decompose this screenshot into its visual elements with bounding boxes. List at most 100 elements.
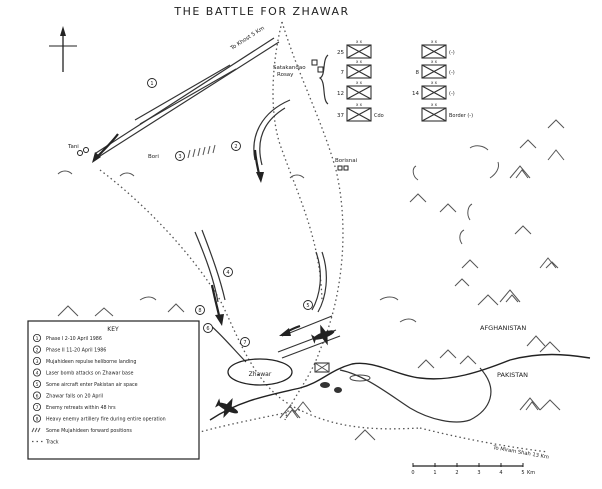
svg-text:x x: x x bbox=[431, 80, 438, 85]
road-khost-label: To Khost 5 Km bbox=[229, 25, 266, 52]
svg-text:4: 4 bbox=[36, 371, 39, 377]
unit-number: 37 bbox=[337, 113, 344, 119]
road-to-miram-shah bbox=[419, 427, 549, 453]
svg-text:x x: x x bbox=[431, 59, 438, 64]
afghanistan-label: AFGHANISTAN bbox=[480, 324, 526, 332]
key-item-label: Track bbox=[45, 440, 59, 446]
zhawar-base bbox=[227, 358, 293, 386]
place-marker-icon bbox=[77, 147, 89, 156]
mujahideen-forward-positions bbox=[187, 144, 216, 159]
unit-number: 14 bbox=[412, 91, 419, 97]
road-to-khost bbox=[95, 37, 280, 157]
unit-number: 25 bbox=[337, 50, 344, 56]
unit-suffix: (-) bbox=[449, 50, 455, 56]
route-marker: 2 bbox=[231, 141, 241, 151]
unit-symbol: x x 7 bbox=[341, 59, 372, 79]
unit-symbol: x x12 bbox=[337, 80, 372, 100]
unit-number: 8 bbox=[416, 70, 420, 76]
road-miram-shah-label: To Miram Shah 13 Km bbox=[492, 445, 550, 461]
unit-symbol: x x Border (-) bbox=[421, 102, 473, 122]
svg-text:8: 8 bbox=[36, 417, 39, 423]
scale-tick-label: 4 bbox=[499, 470, 502, 476]
pakistan-label: PAKISTAN bbox=[497, 371, 528, 379]
route-marker: 6 bbox=[203, 323, 213, 333]
zhawar-label: Zhawar bbox=[249, 371, 272, 378]
svg-text:4: 4 bbox=[226, 270, 229, 276]
north-arrow-icon bbox=[49, 26, 77, 72]
scale-tick-label: 1 bbox=[433, 470, 436, 476]
key-item-label: Zhawar falls on 20 April bbox=[46, 394, 103, 400]
map-title: THE BATTLE FOR ZHAWAR bbox=[173, 5, 349, 18]
mountain-symbols bbox=[57, 119, 565, 441]
route-marker: 5 bbox=[303, 300, 313, 310]
key-title: KEY bbox=[107, 326, 119, 333]
tani-label: Tani bbox=[67, 144, 79, 150]
svg-text:1: 1 bbox=[150, 81, 153, 87]
scale-unit-label: Km bbox=[527, 470, 535, 476]
unit-number: 7 bbox=[341, 70, 345, 76]
svg-text:6: 6 bbox=[206, 326, 209, 332]
svg-text:7: 7 bbox=[36, 405, 39, 411]
operation-boundary bbox=[339, 367, 492, 423]
route-marker: 4 bbox=[223, 267, 233, 277]
key-item-label: Heavy enemy artillery fire during entire… bbox=[46, 417, 166, 423]
scale-tick-label: 5 bbox=[521, 470, 524, 476]
svg-text:5: 5 bbox=[36, 382, 39, 388]
place-marker-icon bbox=[337, 165, 349, 171]
unit-symbol: x x8(-) bbox=[416, 59, 455, 79]
key-item-label: Some aircraft enter Pakistan air space bbox=[46, 382, 138, 388]
unit-symbol: x x (-) bbox=[421, 39, 455, 59]
unit-symbol: x x14(-) bbox=[412, 80, 455, 100]
key-item-label: Mujahideen repulse heliborne landing bbox=[46, 359, 136, 365]
key-item-label: Laser bomb attacks on Zhawar base bbox=[46, 371, 133, 377]
aircraft-icon bbox=[311, 324, 335, 346]
international-border bbox=[209, 353, 591, 421]
order-of-battle bbox=[318, 54, 329, 105]
svg-text:7: 7 bbox=[243, 340, 246, 346]
key-item-label: Phase I 2-10 April 1986 bbox=[46, 336, 102, 342]
svg-text:5: 5 bbox=[306, 303, 309, 309]
svg-text:x x: x x bbox=[431, 39, 438, 44]
key-item-label: Enemy retreats within 48 hrs bbox=[46, 405, 116, 411]
key-item-label: Some Mujahideen forward positions bbox=[46, 428, 132, 434]
bori-label: Bori bbox=[148, 154, 159, 160]
key-item: Track bbox=[32, 440, 59, 446]
borisnai-label: Borisnai bbox=[335, 158, 358, 164]
key-item: 7 Enemy retreats within 48 hrs bbox=[33, 402, 116, 411]
key-item: 8 Heavy enemy artillery fire during entir… bbox=[33, 414, 166, 423]
attack-arrows bbox=[92, 64, 341, 363]
svg-text:3: 3 bbox=[178, 154, 181, 160]
route-marker: 3 bbox=[175, 151, 185, 161]
scale-tick-label: 0 bbox=[411, 470, 414, 476]
tracks bbox=[99, 21, 421, 441]
mujahideen-positions bbox=[314, 362, 371, 393]
key-item: 5 Some aircraft enter Pakistan air space bbox=[33, 379, 138, 388]
svg-text:1: 1 bbox=[36, 336, 39, 342]
unit-suffix: Border (-) bbox=[449, 113, 473, 119]
svg-text:x x: x x bbox=[356, 39, 363, 44]
unit-symbol: x x 25 bbox=[337, 39, 372, 59]
svg-text:x x: x x bbox=[356, 80, 363, 85]
key-item: Some Mujahideen forward positions bbox=[31, 427, 132, 434]
key-item: 3 Mujahideen repulse heliborne landing bbox=[33, 356, 136, 365]
aircraft-icon bbox=[215, 398, 239, 418]
route-markers: 1 2 3 4 5 6 7 8 bbox=[147, 78, 313, 347]
route-marker: 7 bbox=[240, 337, 250, 347]
route-marker: 1 bbox=[147, 78, 157, 88]
svg-text:x x: x x bbox=[431, 102, 438, 107]
route-marker: 8 bbox=[195, 305, 205, 315]
scale-tick-label: 3 bbox=[477, 470, 480, 476]
key-item-label: Phase II 11-20 April 1986 bbox=[46, 348, 106, 354]
svg-text:3: 3 bbox=[36, 359, 39, 365]
svg-text:x x: x x bbox=[356, 59, 363, 64]
place-marker-icon bbox=[311, 59, 324, 73]
svg-text:2: 2 bbox=[234, 144, 237, 150]
satakandao-label-2: Rosay bbox=[277, 72, 294, 78]
